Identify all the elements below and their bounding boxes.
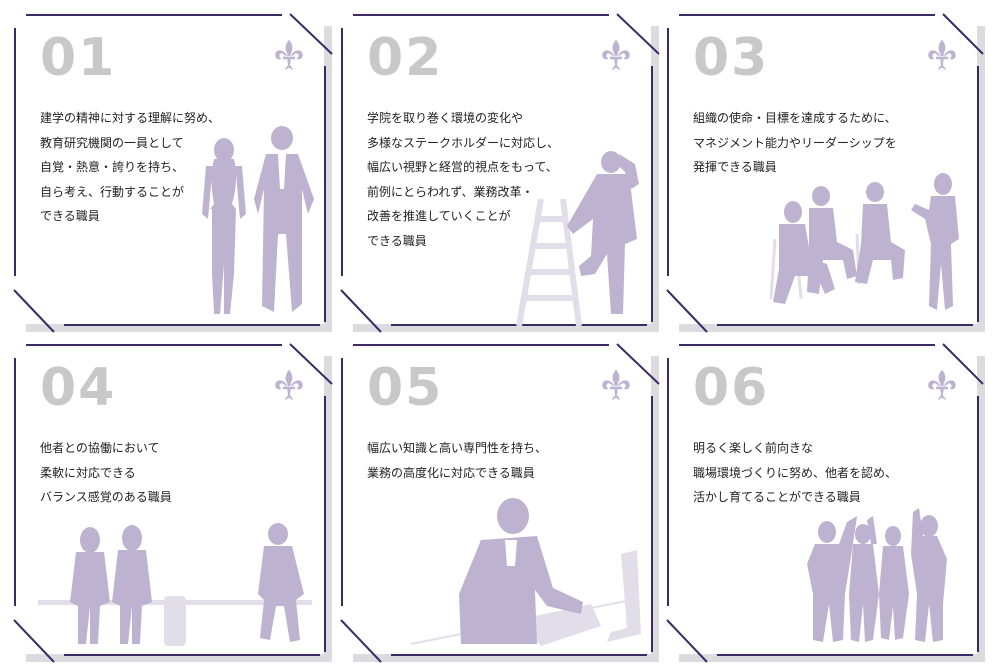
card-05: 05 幅広い知識と高い専門性を持ち、 業務の高度化に対応できる職員	[340, 343, 660, 663]
card-text-line: 自ら考え、行動することが	[40, 184, 185, 199]
card-number: 01	[40, 28, 117, 88]
fleur-de-lis-icon	[599, 368, 633, 402]
card-text-line: 組織の使命・目標を達成するために、	[693, 111, 897, 125]
card-text-line: できる職員	[40, 209, 100, 223]
fleur-de-lis-icon	[599, 38, 633, 72]
card-text: 他者との協働において 柔軟に対応できる バランス感覚のある職員	[40, 436, 172, 510]
card-number: 03	[693, 28, 770, 88]
card-text-line: 改善を推進していくことが	[367, 209, 511, 223]
fleur-de-lis-icon	[272, 38, 306, 72]
card-text-line: 活かし育てることができる職員	[693, 490, 861, 504]
card-text-line: 業務の高度化に対応できる職員	[367, 465, 535, 480]
card-01: 01 建学の精神に対する理解に努め、 教育研究機関の一員として 自覚・熱意・誇り…	[13, 13, 333, 333]
card-text-line: 柔軟に対応できる	[40, 465, 136, 480]
card-text-line: できる職員	[367, 233, 427, 248]
card-text-line: バランス感覚のある職員	[40, 490, 172, 504]
card-text: 明るく楽しく前向きな 職場環境づくりに努め、他者を認め、 活かし育てることができ…	[693, 436, 897, 510]
card-text-line: 明るく楽しく前向きな	[693, 441, 814, 455]
card-number: 04	[40, 358, 117, 418]
card-text: 組織の使命・目標を達成するために、 マネジメント能力やリーダーシップを 発揮でき…	[693, 106, 897, 180]
card-number: 02	[367, 28, 444, 88]
card-frame	[13, 343, 333, 663]
fleur-de-lis-icon	[925, 38, 959, 72]
card-text-line: 発揮できる職員	[693, 160, 777, 174]
card-text-line: 職場環境づくりに努め、他者を認め、	[693, 465, 898, 480]
card-text-line: 幅広い知識と高い専門性を持ち、	[367, 441, 548, 455]
card-number: 06	[693, 358, 770, 418]
card-04: 04 他者との協働において 柔軟に対応できる バランス感覚のある職員	[13, 343, 333, 663]
card-frame	[340, 343, 660, 663]
fleur-de-lis-icon	[272, 368, 306, 402]
card-text-line: 教育研究機関の一員として	[40, 135, 184, 150]
card-03: 03 組織の使命・目標を達成するために、 マネジメント能力やリーダーシップを 発…	[666, 13, 985, 333]
card-text-line: 建学の精神に対する理解に努め、	[40, 111, 221, 125]
card-frame	[13, 13, 333, 333]
card-frame	[666, 13, 984, 333]
card-frame	[666, 343, 984, 663]
card-text: 学院を取り巻く環境の変化や 多様なステークホルダーに対応し、 幅広い視野と経営的…	[367, 106, 559, 253]
card-number: 05	[367, 358, 444, 418]
card-text: 幅広い知識と高い専門性を持ち、 業務の高度化に対応できる職員	[367, 436, 547, 485]
fleur-de-lis-icon	[925, 368, 959, 402]
card-text-line: 自覚・熱意・誇りを持ち、	[40, 160, 185, 174]
card-text-line: マネジメント能力やリーダーシップを	[693, 135, 897, 150]
card-06: 06 明るく楽しく前向きな 職場環境づくりに努め、他者を認め、 活かし育てること…	[666, 343, 985, 663]
card-text: 建学の精神に対する理解に努め、 教育研究機関の一員として 自覚・熱意・誇りを持ち…	[40, 106, 220, 229]
card-text-line: 幅広い視野と経営的視点をもって、	[367, 160, 558, 174]
card-text-line: 学院を取り巻く環境の変化や	[367, 111, 524, 125]
card-02: 02 学院を取り巻く環境の変化や 多様なステークホルダーに対応し、 幅広い視野と…	[340, 13, 660, 333]
card-text-line: 前例にとらわれず、業務改革・	[367, 184, 534, 199]
card-text-line: 多様なステークホルダーに対応し、	[367, 135, 560, 150]
card-text-line: 他者との協働において	[40, 441, 160, 455]
